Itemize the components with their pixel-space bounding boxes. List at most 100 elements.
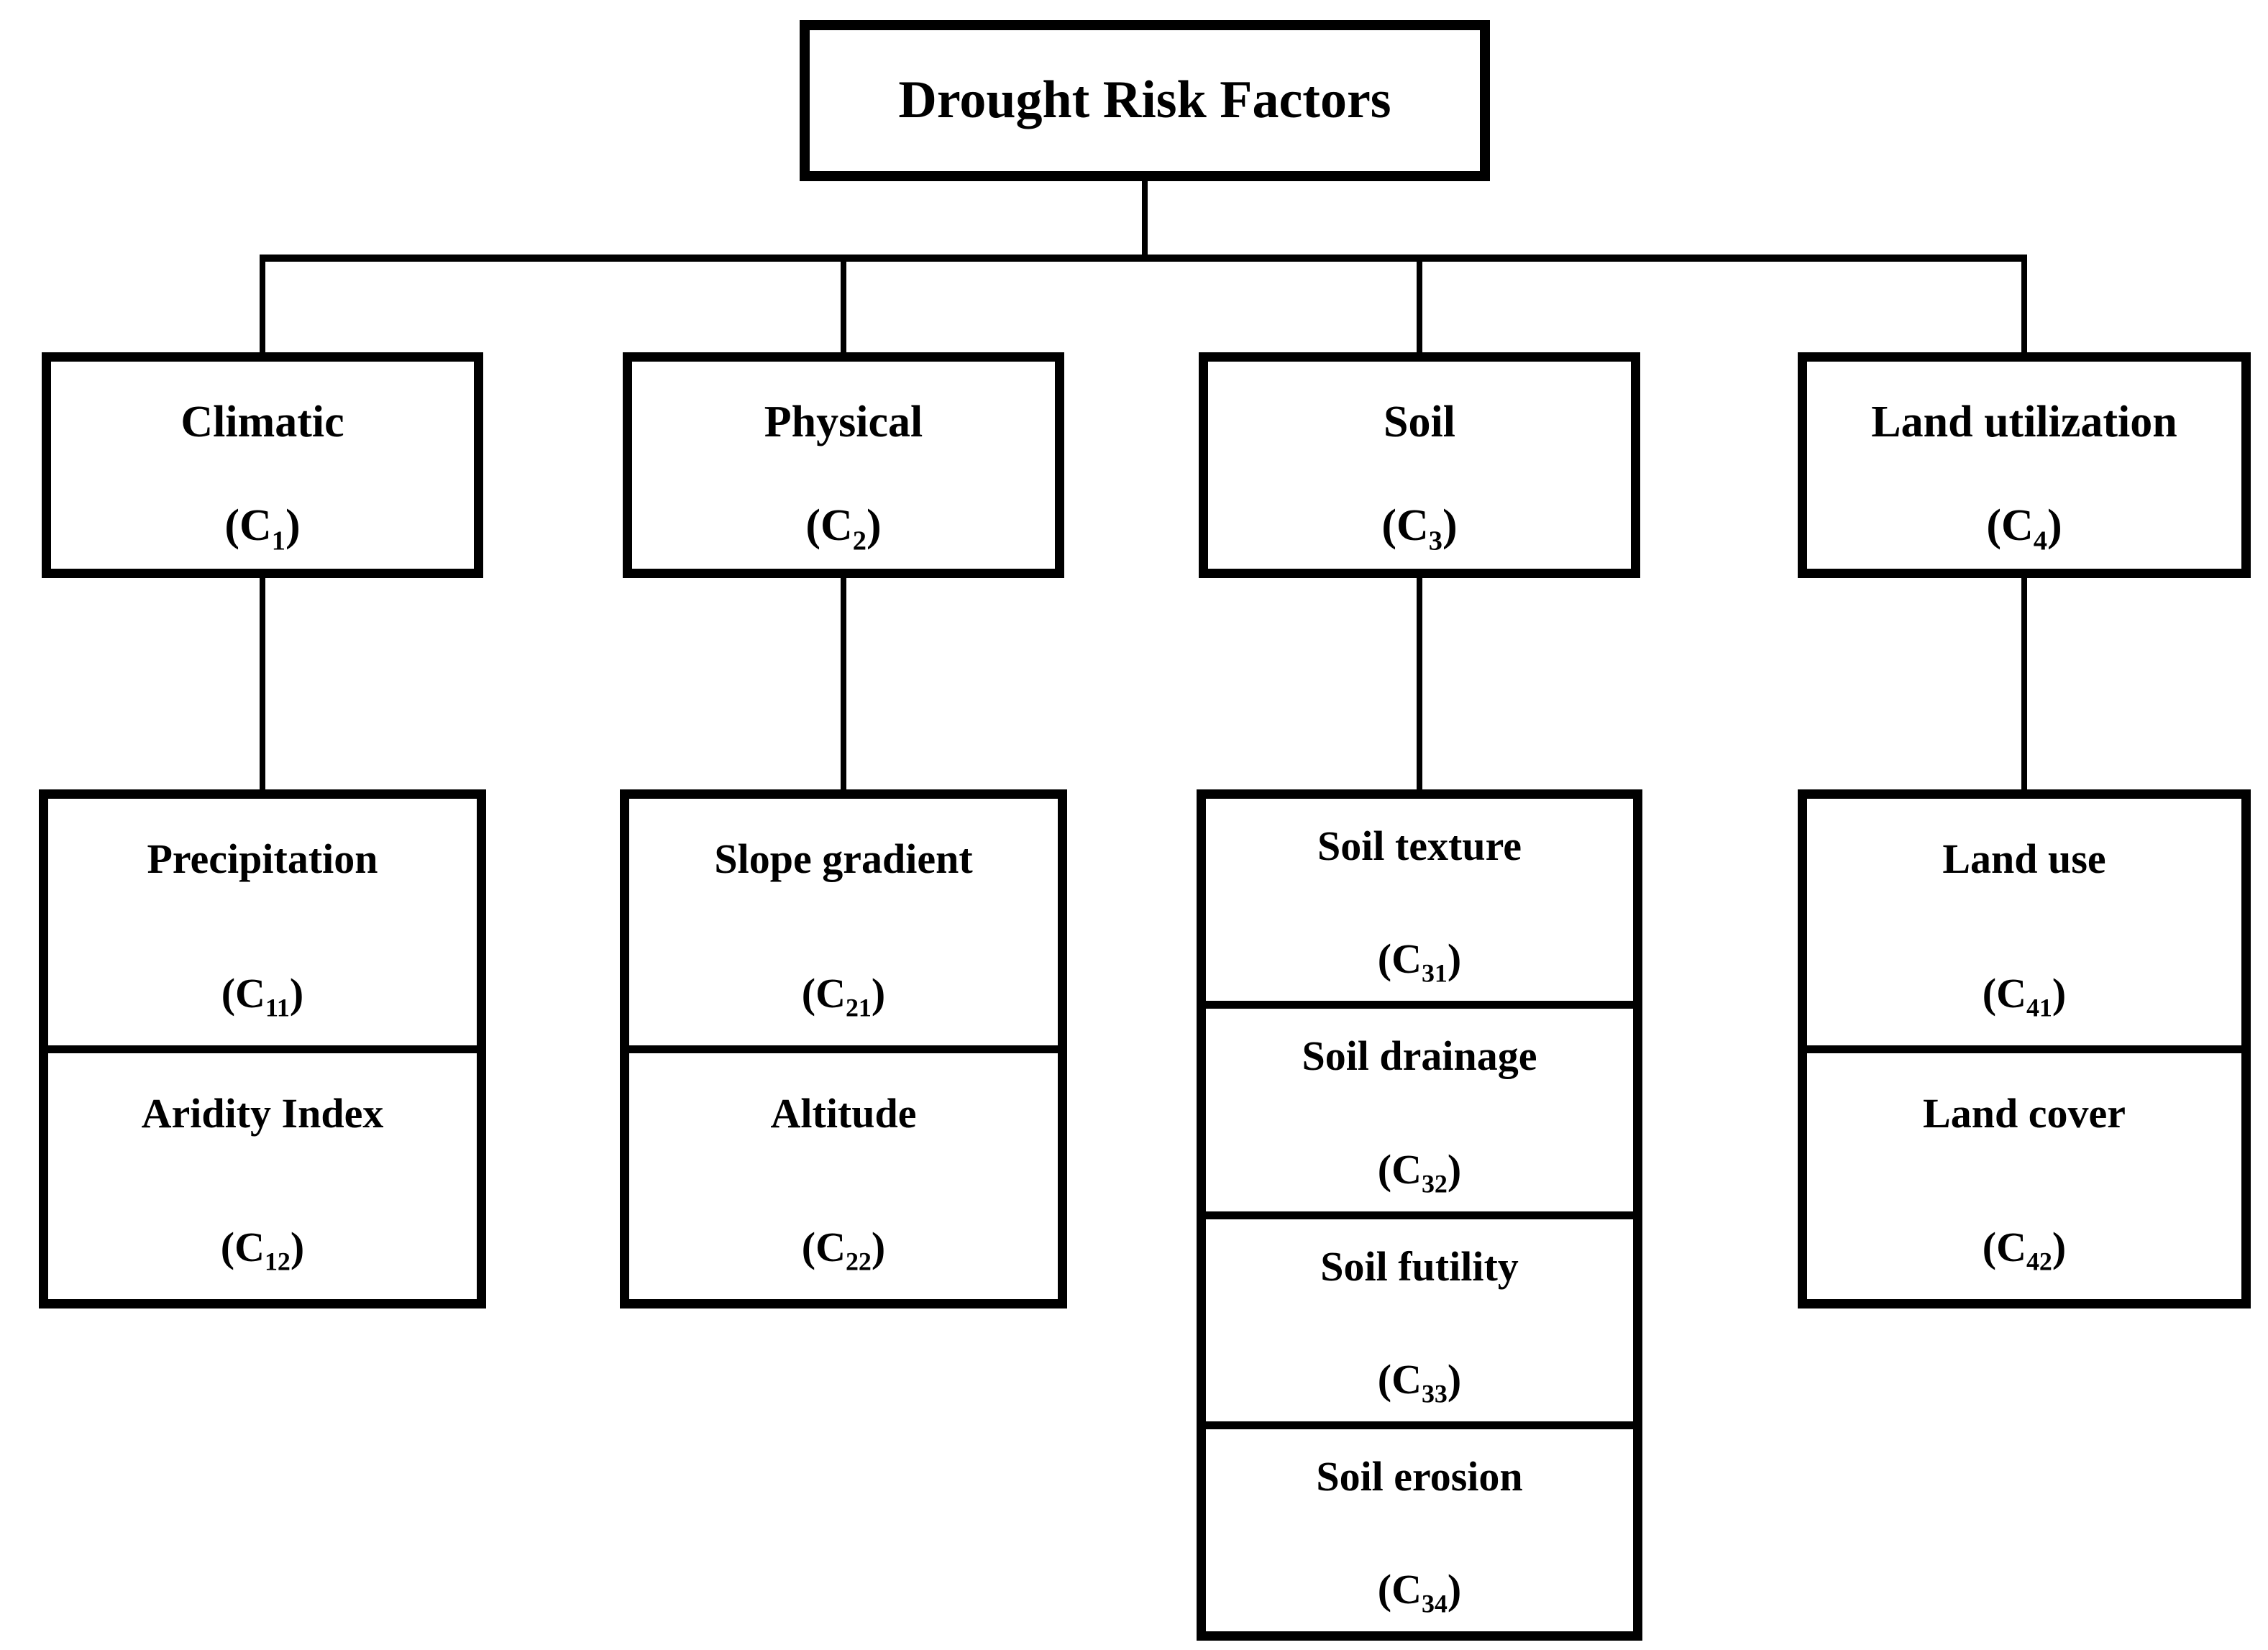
node-label: Climatic: [180, 398, 344, 446]
code-post: ): [1442, 500, 1458, 550]
node-label: Soil: [1384, 398, 1455, 446]
node-label: Aridity Index: [141, 1089, 384, 1137]
node-drought-risk-factors: Drought Risk Factors: [800, 20, 1490, 181]
node-code: (C1): [224, 500, 301, 555]
stack-physical-children: Slope gradient (C21) Altitude (C22): [620, 789, 1067, 1308]
code-sub: 4: [2033, 526, 2047, 556]
code-pre: (C: [805, 500, 853, 550]
node-label: Physical: [764, 398, 923, 446]
connector-bus: [260, 255, 2027, 262]
node-label: Altitude: [770, 1089, 917, 1137]
code-pre: (C: [224, 500, 272, 550]
code-post: ): [285, 500, 301, 550]
code-pre: (C: [801, 1224, 846, 1271]
code-pre: (C: [220, 1224, 265, 1271]
node-label: Drought Risk Factors: [898, 70, 1391, 130]
code-sub: 1: [271, 526, 285, 556]
code-pre: (C: [1377, 1145, 1422, 1193]
connector-stub-climatic: [260, 255, 265, 355]
code-post: ): [871, 1224, 886, 1271]
node-soil-futility: Soil futility (C33): [1206, 1211, 1633, 1421]
node-soil-drainage: Soil drainage (C32): [1206, 1001, 1633, 1211]
node-code: (C31): [1377, 935, 1462, 986]
connector-stem-physical-children: [841, 575, 846, 792]
node-aridity-index: Aridity Index (C12): [48, 1045, 477, 1299]
code-sub: 32: [1421, 1169, 1448, 1198]
code-pre: (C: [1986, 500, 2034, 550]
node-label: Land use: [1942, 835, 2106, 882]
node-code: (C33): [1377, 1355, 1462, 1407]
node-label: Land cover: [1923, 1089, 2126, 1137]
node-code: (C41): [1982, 969, 2067, 1020]
node-code: (C4): [1986, 500, 2062, 555]
node-label: Soil futility: [1320, 1242, 1519, 1290]
node-soil: Soil (C3): [1199, 352, 1640, 578]
code-pre: (C: [1381, 500, 1429, 550]
node-soil-texture: Soil texture (C31): [1206, 799, 1633, 1002]
node-climatic: Climatic (C1): [42, 352, 483, 578]
connector-stem-climatic-children: [260, 575, 265, 792]
code-pre: (C: [1982, 1224, 2026, 1271]
connector-stem-soil-children: [1417, 575, 1422, 792]
code-post: ): [866, 500, 882, 550]
node-code: (C2): [805, 500, 882, 555]
connector-stub-soil: [1417, 255, 1422, 355]
code-pre: (C: [1377, 1355, 1422, 1403]
code-sub: 22: [845, 1247, 872, 1276]
connector-stub-physical: [841, 255, 846, 355]
connector-root-stem: [1142, 180, 1148, 262]
code-post: ): [1447, 1566, 1462, 1613]
code-pre: (C: [1982, 969, 2026, 1017]
code-sub: 2: [852, 526, 866, 556]
code-sub: 41: [2026, 993, 2052, 1022]
code-post: ): [2052, 969, 2067, 1017]
node-land-cover: Land cover (C42): [1807, 1045, 2241, 1299]
code-pre: (C: [1377, 935, 1422, 983]
code-sub: 3: [1428, 526, 1442, 556]
node-slope-gradient: Slope gradient (C21): [629, 799, 1058, 1045]
node-code: (C42): [1982, 1224, 2067, 1275]
stack-climatic-children: Precipitation (C11) Aridity Index (C12): [39, 789, 486, 1308]
node-label: Soil drainage: [1302, 1032, 1537, 1080]
stack-land-utilization-children: Land use (C41) Land cover (C42): [1798, 789, 2251, 1308]
node-code: (C12): [220, 1224, 305, 1275]
code-pre: (C: [221, 969, 265, 1017]
connector-stub-land-utilization: [2021, 255, 2027, 355]
node-label: Soil texture: [1317, 822, 1522, 869]
code-post: ): [1447, 1145, 1462, 1193]
stack-soil-children: Soil texture (C31) Soil drainage (C32) S…: [1197, 789, 1642, 1641]
code-post: ): [1447, 1355, 1462, 1403]
node-code: (C21): [801, 969, 886, 1020]
node-land-utilization: Land utilization (C4): [1798, 352, 2251, 578]
code-sub: 11: [265, 993, 290, 1022]
node-soil-erosion: Soil erosion (C34): [1206, 1421, 1633, 1631]
node-label: Precipitation: [147, 835, 378, 882]
code-sub: 33: [1421, 1379, 1448, 1408]
node-land-use: Land use (C41): [1807, 799, 2241, 1045]
node-physical: Physical (C2): [623, 352, 1064, 578]
code-post: ): [2052, 1224, 2067, 1271]
node-code: (C11): [221, 969, 304, 1020]
code-post: ): [290, 1224, 305, 1271]
node-code: (C22): [801, 1224, 886, 1275]
code-sub: 34: [1421, 1589, 1448, 1618]
code-sub: 42: [2026, 1247, 2052, 1276]
code-post: ): [871, 969, 886, 1017]
connector-stem-land-utilization-children: [2021, 575, 2027, 792]
code-post: ): [289, 969, 304, 1017]
node-code: (C3): [1381, 500, 1458, 555]
node-code: (C34): [1377, 1566, 1462, 1617]
code-sub: 21: [845, 993, 872, 1022]
node-label: Slope gradient: [714, 835, 973, 882]
code-post: ): [2047, 500, 2062, 550]
code-post: ): [1447, 935, 1462, 983]
node-code: (C32): [1377, 1145, 1462, 1196]
code-sub: 12: [264, 1247, 291, 1276]
node-altitude: Altitude (C22): [629, 1045, 1058, 1299]
node-precipitation: Precipitation (C11): [48, 799, 477, 1045]
node-label: Soil erosion: [1316, 1452, 1523, 1500]
code-pre: (C: [1377, 1566, 1422, 1613]
code-sub: 31: [1421, 959, 1448, 989]
code-pre: (C: [801, 969, 846, 1017]
